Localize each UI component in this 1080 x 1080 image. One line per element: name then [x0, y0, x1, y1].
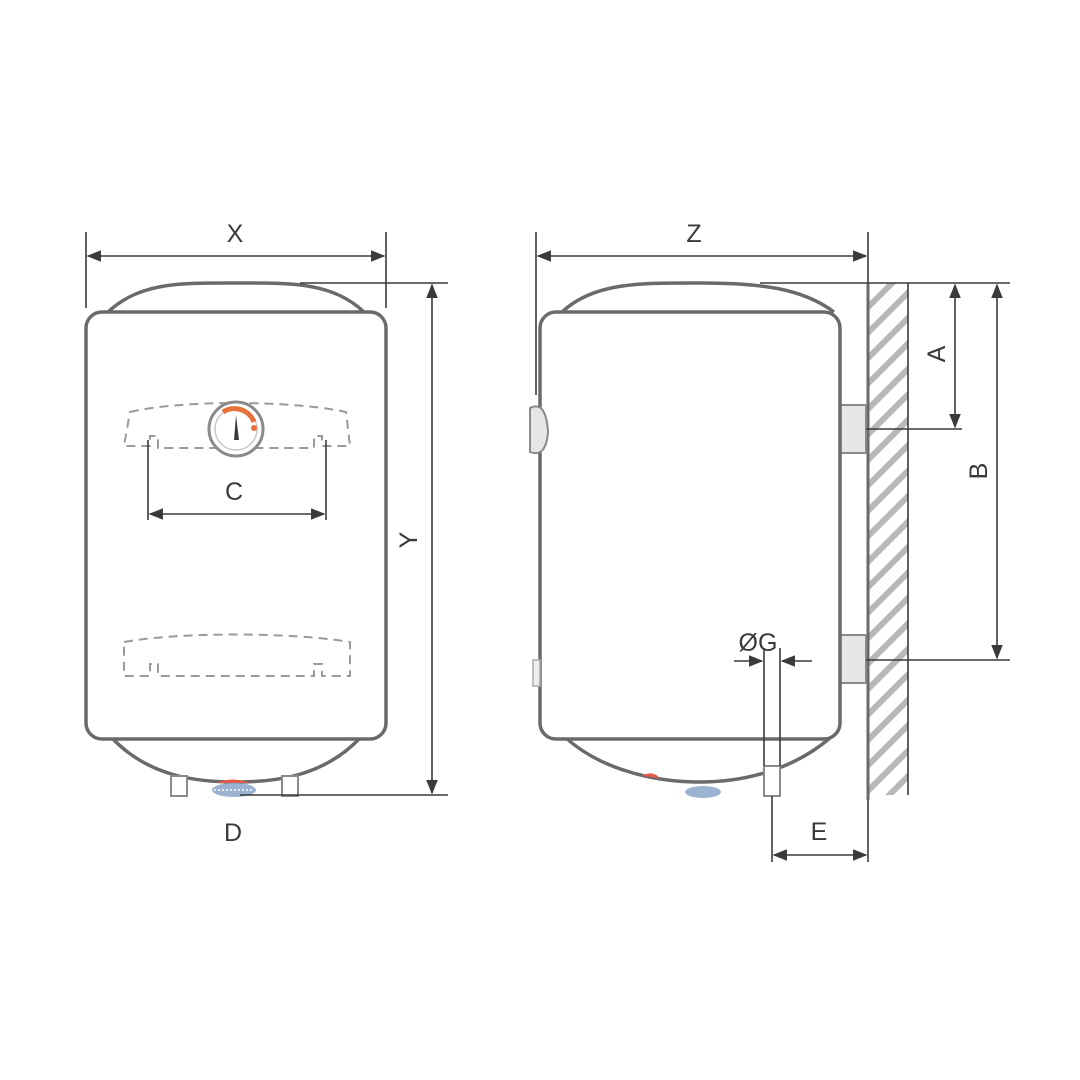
front-top-dome [106, 281, 366, 314]
label-a: A [923, 345, 951, 362]
side-tank-body [538, 310, 842, 741]
side-top-dome [560, 281, 836, 314]
dimension-x: X [85, 220, 387, 308]
dimension-b: B [866, 283, 1010, 661]
front-thermostat-red [216, 779, 250, 783]
side-pipe [763, 765, 781, 797]
label-d: D [224, 819, 242, 847]
front-pipe-right [281, 775, 299, 797]
dimension-y: Y [240, 282, 448, 796]
front-pipe-left [170, 775, 188, 797]
label-z: Z [686, 220, 701, 248]
dimension-e: E [771, 796, 869, 862]
label-b: B [965, 463, 993, 480]
label-c: C [225, 478, 243, 506]
front-bottom-dome [110, 736, 362, 784]
side-gauge-bulge [529, 405, 550, 454]
side-view [529, 281, 909, 800]
wall-hatching [868, 283, 908, 795]
dimension-z: Z [535, 220, 869, 395]
dimension-c: C [147, 440, 327, 520]
front-upper-bracket-dashed [122, 402, 352, 449]
label-e: E [811, 818, 828, 846]
label-y: Y [395, 531, 423, 548]
front-lower-bracket-dashed [123, 633, 351, 677]
side-knob [685, 786, 721, 798]
front-tank-body [84, 310, 388, 741]
label-x: X [227, 220, 244, 248]
dimension-a: A [866, 283, 962, 430]
temperature-gauge-icon [207, 400, 265, 458]
side-upper-wall-bracket [837, 404, 867, 454]
side-thermostat-red [642, 773, 660, 778]
side-lower-bump [532, 659, 541, 687]
label-g: ØG [739, 629, 778, 657]
side-lower-wall-bracket [837, 634, 867, 684]
front-view [84, 281, 388, 797]
thermostat-knob-icon [212, 783, 256, 797]
side-bottom-dome [564, 736, 832, 784]
dimension-g: ØG [734, 629, 812, 766]
